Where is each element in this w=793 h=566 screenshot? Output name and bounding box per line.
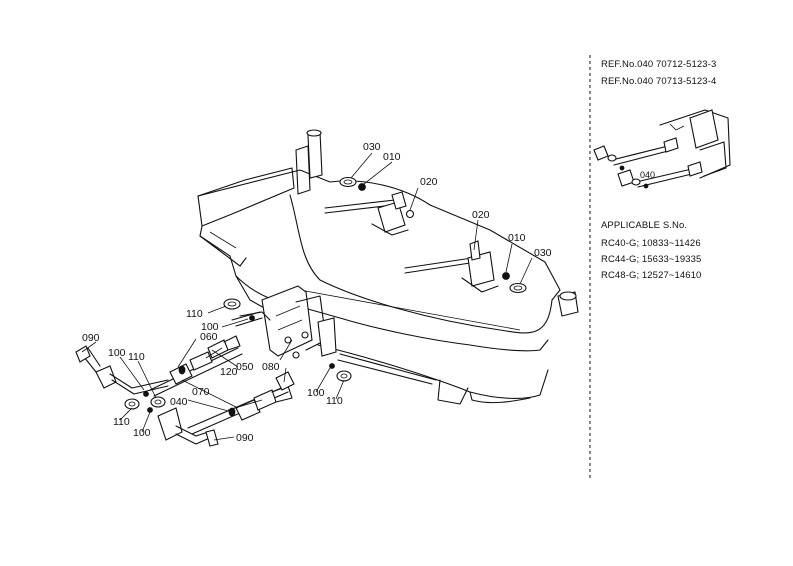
part-label-100: 100: [307, 387, 325, 399]
applicable-row: RC40-G; 10833~11426: [601, 238, 701, 249]
part-label-010: 010: [508, 232, 526, 244]
part-label-020: 020: [420, 176, 438, 188]
part-label-010: 010: [383, 151, 401, 163]
part-label-090: 090: [82, 332, 100, 344]
part-label-040: 040: [170, 396, 188, 408]
part-label-100: 100: [133, 427, 151, 439]
part-label-020: 020: [472, 209, 490, 221]
part-label-030: 030: [534, 247, 552, 259]
part-label-030: 030: [363, 141, 381, 153]
part-label-060: 060: [200, 331, 218, 343]
part-label-090: 090: [236, 432, 254, 444]
part-label-100: 100: [201, 321, 219, 333]
part-label-110: 110: [113, 416, 130, 428]
part-label-050: 050: [236, 361, 254, 373]
part-label-100: 100: [108, 347, 126, 359]
ref-line-1: REF.No.040 70712-5123-3: [601, 59, 717, 70]
ref-line-2: REF.No.040 70713-5123-4: [601, 76, 717, 87]
part-label-080: 080: [262, 361, 280, 373]
front-linkage: [75, 298, 352, 447]
part-labels: 030 010 020 020 010 030 110 100 090 100 …: [82, 141, 552, 444]
inset-drawing: 040: [593, 109, 731, 189]
applicable-row: RC44-G; 15633~19335: [601, 254, 702, 265]
inset-label-040: 040: [640, 170, 655, 180]
part-label-110: 110: [326, 395, 343, 407]
part-label-110: 110: [186, 308, 203, 320]
applicable-title: APPLICABLE S.No.: [601, 220, 688, 231]
part-label-110: 110: [128, 351, 145, 363]
part-label-120: 120: [220, 366, 238, 378]
leader-lines: [81, 152, 533, 441]
part-label-070: 070: [192, 386, 210, 398]
mower-deck: [197, 129, 579, 405]
applicable-row: RC48-G; 12527~14610: [601, 270, 702, 281]
